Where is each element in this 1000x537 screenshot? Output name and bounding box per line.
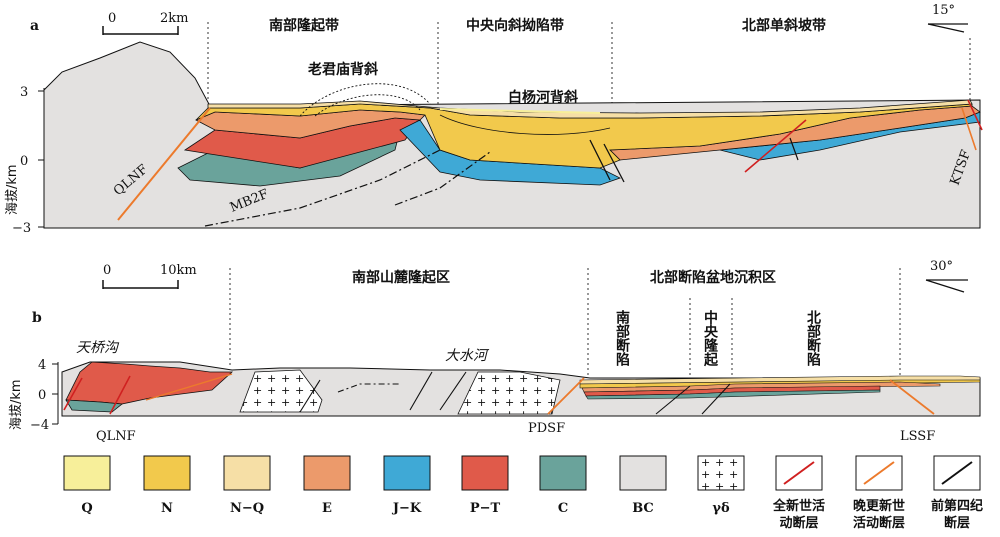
panel-a-tick-3: 3: [20, 85, 28, 100]
panel-a-scale-bar: 0 2km: [102, 11, 188, 35]
legend-label-BC: BC: [632, 501, 654, 516]
panel-b-tick-neg4: −4: [30, 418, 49, 433]
legend-swatch-C: [539, 455, 587, 491]
panel-b-place-tianqiaogou: 天桥沟: [76, 340, 120, 356]
panel-a-label: a: [30, 18, 39, 34]
legend-swatch-late: [855, 455, 903, 491]
panel-a-anticline-laojunmiao: 老君庙背斜: [308, 61, 378, 78]
svg-text:中央隆起: 中央隆起: [702, 309, 719, 367]
panel-b-axis-label: 海拔/km: [9, 379, 24, 430]
panel-a-fault-north-2: [789, 137, 799, 161]
svg-text:南部断陷: 南部断陷: [614, 309, 630, 367]
panel-b-layer-C: [65, 399, 124, 413]
panel-b-zone-dividers: [229, 268, 901, 376]
svg-text:30°: 30°: [930, 259, 953, 274]
legend-label-E: E: [322, 501, 332, 516]
legend-label-C: C: [558, 501, 568, 516]
legend-label-Q: Q: [81, 501, 92, 516]
legend-label-NQ: N−Q: [230, 501, 264, 516]
panel-b-zone-north-basin: 北部断陷盆地沉积区: [650, 269, 776, 286]
panel-b-subzones: 南部断陷 中央隆起 北部断陷: [614, 309, 821, 367]
panel-b-direction-arrow: 30°: [925, 259, 968, 293]
legend-swatch-gd: [697, 455, 745, 491]
panel-b-scale-start: 0: [103, 263, 111, 278]
panel-a-anticline-dashed: [299, 83, 431, 117]
panel-b-faults: [63, 371, 935, 415]
panel-a-zone-south-uplift: 南部隆起带: [269, 17, 339, 34]
panel-a-scale-start: 0: [108, 11, 116, 26]
legend-label-gd: γδ: [712, 501, 730, 516]
panel-a-fault-central-2: [589, 139, 611, 181]
svg-text:15°: 15°: [932, 3, 955, 18]
panel-b-layer-C-north: [585, 389, 881, 400]
panel-a-anticline-baiyanghe: 白杨河背斜: [508, 89, 578, 106]
panel-b-fault-label-LSSF: LSSF: [900, 429, 935, 444]
svg-text:北部断陷: 北部断陷: [805, 310, 821, 367]
panel-a-zone-central-syncline: 中央向斜拗陷带: [466, 17, 564, 34]
legend-label-preq: 前第四纪断层: [931, 498, 983, 531]
panel-a-fault-MB2F: [204, 149, 441, 227]
legend-swatch-Q: [63, 455, 111, 491]
panel-b-tick-0: 0: [38, 388, 46, 403]
panel-b-scale-end: 10km: [160, 263, 197, 278]
panel-a-zone-dividers: [207, 22, 971, 112]
panel-a-tick-0: 0: [20, 154, 28, 169]
panel-b-zone-south-piedmont: 南部山麓隆起区: [352, 269, 450, 286]
panel-b-label: b: [32, 310, 42, 326]
panel-a-tick-neg3: −3: [12, 221, 31, 236]
panel-b-granite-1: [239, 369, 323, 413]
panel-a-fault-central-1: [394, 151, 491, 206]
legend-label-holo: 全新世活动断层: [772, 498, 825, 531]
legend-swatch-PT: [461, 455, 509, 491]
panel-b-tick-4: 4: [38, 358, 46, 373]
legend-label-N: N: [161, 501, 173, 516]
panel-a-layer-JK-south: [399, 119, 622, 186]
panel-a-axis-label: 海拔/km: [5, 164, 20, 215]
panel-a-fault-KTSF-2: [961, 107, 977, 151]
panel-a-fault-QLNF: [117, 107, 211, 221]
legend-swatch-BC: [619, 455, 667, 491]
panel-a-scale-end: 2km: [160, 11, 188, 26]
panel-b-place-dashuihe: 大水河: [445, 348, 490, 364]
panel-a: a 0 2km 南部隆起带 中央向斜拗陷带 北部单斜坡带 15°: [5, 3, 983, 236]
legend-swatch-NQ: [223, 455, 271, 491]
legend-label-JK: J−K: [392, 501, 422, 516]
legend-swatch-holo: [775, 455, 823, 491]
panel-b-y-axis: 4 0 −4 海拔/km: [9, 358, 59, 433]
panel-b-scale-bar: 0 10km: [102, 263, 197, 289]
legend-swatch-preq: [933, 455, 981, 491]
panel-a-y-axis: 3 0 −3 海拔/km: [5, 85, 45, 236]
panel-a-layer-Q: [440, 108, 600, 114]
panel-a-direction-arrow: 15°: [927, 3, 968, 33]
legend-swatch-N: [143, 455, 191, 491]
legend-swatch-JK: [383, 455, 431, 491]
legend-swatch-E: [303, 455, 351, 491]
panel-a-fault-north-1: [744, 119, 807, 173]
panel-a-fault-central-3: [603, 143, 625, 183]
panel-b-fault-label-QLNF: QLNF: [96, 429, 136, 444]
legend-label-PT: P−T: [470, 501, 501, 516]
panel-b-granite-2: [457, 371, 561, 415]
legend: Q N N−Q E J−K P−T C BC γδ 全新世活动断层 晚更新世活动…: [63, 455, 983, 531]
legend-label-late: 晚更新世活动断层: [853, 498, 905, 531]
panel-a-syncline-outline: [439, 114, 611, 135]
panel-a-zone-north-monocline: 北部单斜坡带: [742, 17, 826, 34]
panel-b-fault-label-PDSF: PDSF: [528, 421, 565, 436]
panel-b: b 0 10km 南部山麓隆起区 北部断陷盆地沉积区 南部断陷 中央隆起 北部断…: [9, 259, 981, 444]
panel-a-fault-KTSF: [967, 99, 983, 131]
